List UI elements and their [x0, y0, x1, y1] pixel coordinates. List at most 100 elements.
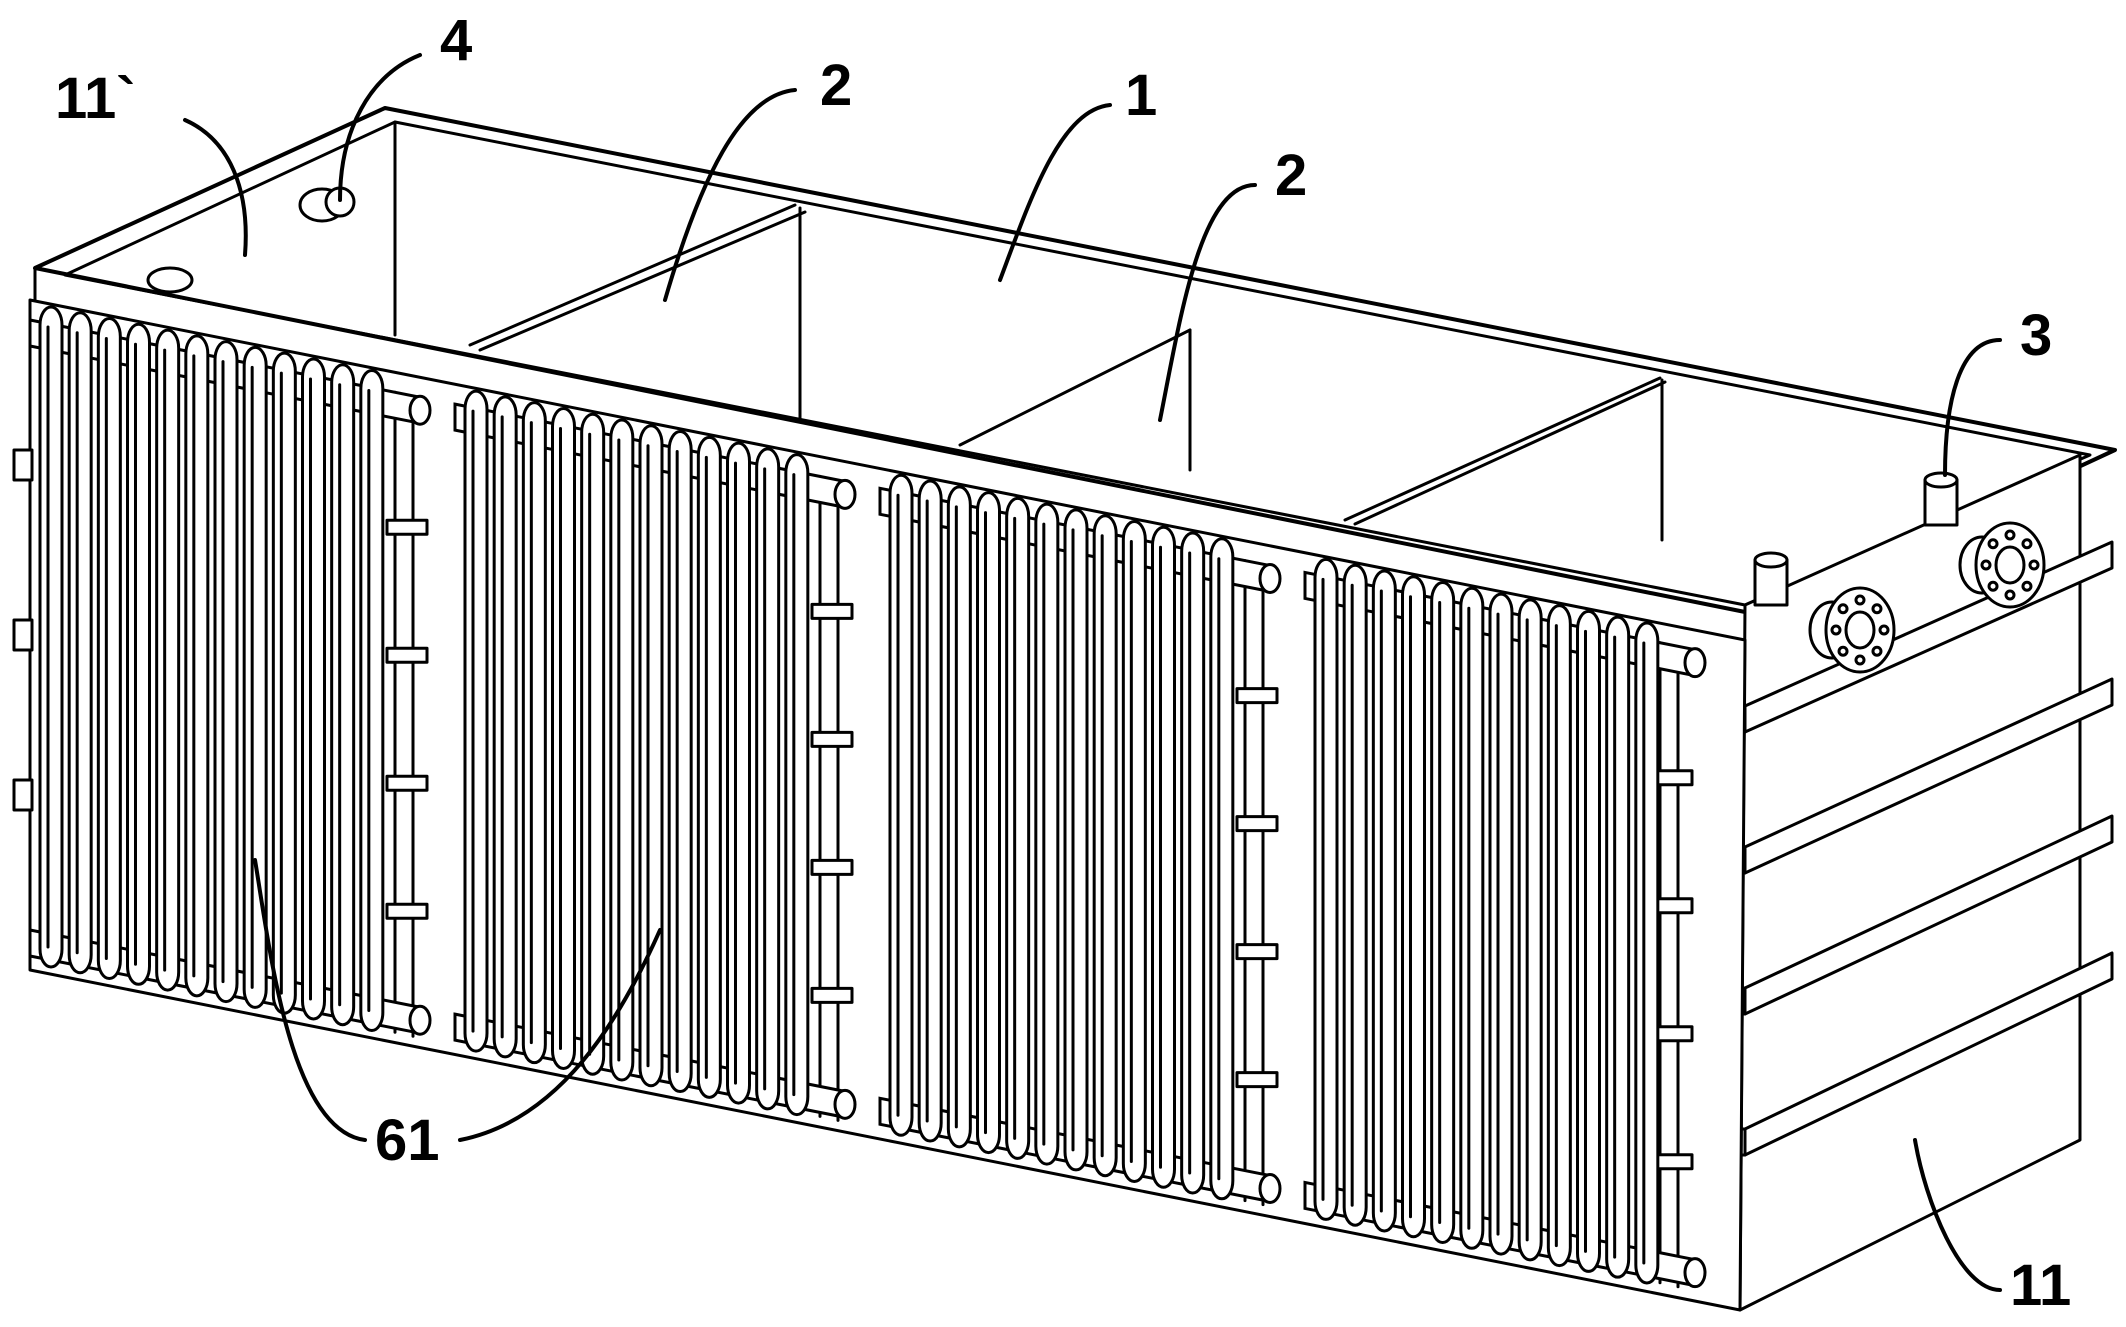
radiator-tube — [1209, 537, 1235, 1201]
radiator-tube — [784, 453, 810, 1117]
radiator-tube — [1151, 525, 1176, 1189]
radiator-tube — [271, 351, 297, 1015]
radiator-tube — [1546, 604, 1572, 1268]
radiator-tube — [609, 418, 635, 1082]
leader-61-a — [253, 858, 367, 1142]
radiator-tube — [696, 435, 722, 1099]
leader-2-right — [1158, 183, 1257, 422]
radiator-tube — [1488, 592, 1514, 1256]
radiator-tube — [1005, 496, 1031, 1160]
stiffener-bar — [385, 518, 429, 536]
radiator-panel — [453, 389, 857, 1120]
radiator-tube — [888, 473, 914, 1137]
radiator-tube — [1430, 581, 1456, 1245]
label-11-prime: 11` — [55, 66, 136, 131]
radiator-tube — [1092, 514, 1118, 1178]
radiator-tube — [359, 369, 385, 1033]
leader-lines — [183, 53, 2002, 1292]
flange — [1958, 521, 2046, 609]
radiator-tube — [1576, 609, 1601, 1273]
label-2-left: 2 — [820, 53, 852, 118]
radiator-tube — [1180, 531, 1206, 1195]
stiffener-bar — [1235, 1071, 1279, 1089]
partition-left — [468, 203, 807, 422]
radiator-tube — [1342, 563, 1368, 1227]
radiator-tube — [551, 406, 576, 1070]
radiator-tube — [1517, 598, 1543, 1262]
label-2-right: 2 — [1275, 143, 1307, 208]
stiffener-bar — [810, 986, 854, 1004]
leader-11 — [1913, 1138, 2002, 1292]
label-11: 11 — [2010, 1253, 2071, 1318]
leader-1 — [998, 103, 1112, 282]
stiffener-bar — [810, 602, 854, 620]
radiator-tube — [976, 491, 1001, 1155]
label-4: 4 — [440, 8, 472, 73]
stiffener-bar — [385, 902, 429, 920]
edge-lug — [12, 778, 34, 812]
pipe-stub-3 — [1753, 471, 1959, 607]
tank-interior — [393, 120, 1667, 542]
tank-end-wall — [1678, 453, 2114, 1312]
leader-61-b — [458, 928, 662, 1142]
radiator-tube — [580, 412, 606, 1076]
radiator-tube — [301, 357, 326, 1021]
radiator-tube — [521, 401, 547, 1065]
radiator-tube — [1634, 621, 1660, 1285]
radiator-tube — [242, 345, 268, 1009]
edge-lug — [12, 618, 34, 652]
radiator-tube — [755, 447, 781, 1111]
radiator-tube — [126, 322, 151, 986]
stiffener-bar — [810, 858, 854, 876]
stiffener-bar — [1235, 943, 1279, 961]
radiator-tube — [96, 317, 122, 981]
label-61: 61 — [375, 1108, 440, 1173]
radiator-tube — [184, 334, 210, 998]
reference-labels: 11` 4 2 1 2 3 61 11 — [55, 8, 2071, 1318]
radiator-tube — [638, 424, 664, 1088]
flange — [1808, 586, 1896, 674]
end-wall-flanges — [1808, 521, 2046, 674]
radiator-tube — [1121, 519, 1147, 1183]
partition-right — [958, 328, 1192, 472]
leader-11-prime — [183, 118, 248, 257]
leader-3 — [1943, 338, 2002, 477]
end-band — [1743, 677, 2114, 875]
label-1: 1 — [1125, 63, 1157, 128]
edge-lug — [12, 448, 34, 482]
end-band — [1743, 814, 2114, 1016]
radiator-tube — [492, 395, 518, 1059]
radiator-panel — [28, 305, 432, 1036]
radiator-tube — [330, 363, 356, 1027]
front-wall-stiffeners — [12, 390, 1694, 1289]
radiator-tube — [946, 485, 972, 1149]
radiator-tube — [726, 441, 751, 1105]
radiator-tube — [667, 430, 693, 1094]
stiffener-bar — [385, 646, 429, 664]
stiffener-bar — [1235, 687, 1279, 705]
vent-fitting-4 — [298, 186, 356, 223]
radiator-tube — [1459, 586, 1485, 1250]
radiator-tube — [1313, 557, 1339, 1221]
leader-2-left — [663, 88, 797, 302]
radiator-tube — [917, 479, 943, 1143]
stiffener-bar — [810, 730, 854, 748]
radiator-tube — [1605, 615, 1631, 1279]
label-3: 3 — [2020, 303, 2052, 368]
radiator-tube — [1063, 508, 1089, 1172]
radiator-tube — [38, 305, 64, 969]
radiator-tube — [1034, 502, 1060, 1166]
radiator-tube — [213, 340, 239, 1004]
stiffener-bar — [385, 774, 429, 792]
radiator-tube — [155, 328, 181, 992]
radiator-panels — [28, 305, 1707, 1289]
radiator-tube — [1371, 569, 1397, 1233]
end-band — [1743, 951, 2114, 1157]
radiator-panel — [1303, 557, 1707, 1289]
radiator-tube — [1401, 575, 1426, 1239]
radiator-panel — [878, 473, 1282, 1205]
top-fittings — [146, 186, 1959, 607]
leader-4 — [338, 53, 422, 202]
